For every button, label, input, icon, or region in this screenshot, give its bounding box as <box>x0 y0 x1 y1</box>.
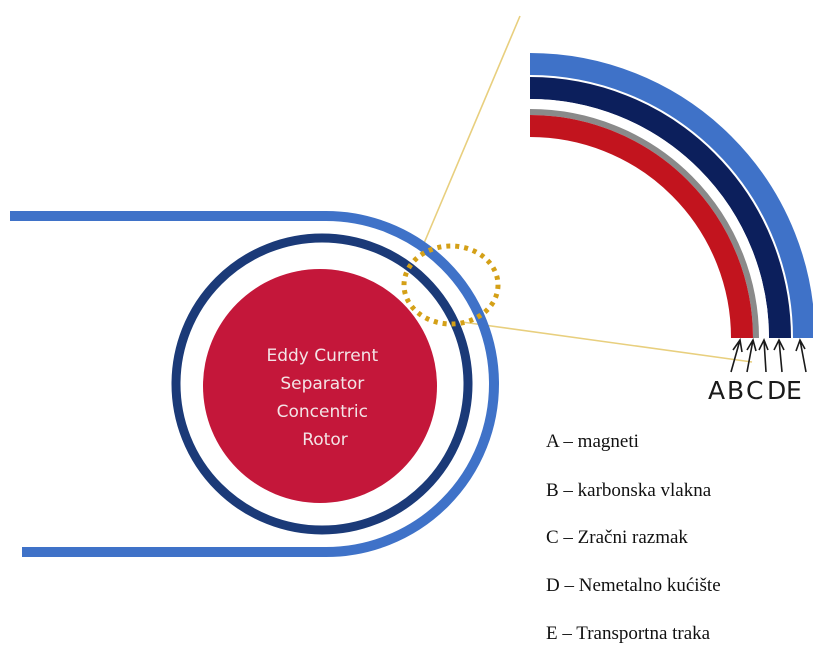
rotor-label-line-3: Concentric <box>277 402 368 422</box>
arrow-a <box>730 337 743 373</box>
layer-letter-a: A <box>708 376 725 405</box>
legend-item-d: D – Nemetalno kućište <box>546 575 721 596</box>
rotor-label-line-2: Separator <box>280 374 364 394</box>
legend-item-b: B – karbonska vlakna <box>546 480 712 501</box>
zoom-line-top <box>421 15 521 249</box>
legend-item-a: A – magneti <box>546 431 639 452</box>
conveyor-belt <box>10 211 499 557</box>
legend: A – magneti B – karbonska vlakna C – Zra… <box>546 431 721 644</box>
housing-ring <box>171 233 473 535</box>
layer-letter-e: E <box>786 376 802 405</box>
legend-item-e: E – Transportna traka <box>546 623 711 644</box>
arrow-b <box>746 337 757 373</box>
layer-d-housing-arc <box>529 77 791 339</box>
layer-letter-b: B <box>727 376 744 405</box>
legend-item-c: C – Zračni razmak <box>546 527 688 548</box>
arrow-e <box>795 338 807 373</box>
layer-c-air-gap-arc <box>529 99 769 339</box>
zoom-highlight-circle <box>401 243 501 327</box>
layer-b-carbon-fiber-arc <box>529 109 759 339</box>
rotor-label-line-4: Rotor <box>302 430 348 450</box>
arrow-d <box>773 338 785 373</box>
rotor-disc <box>203 269 437 503</box>
layer-letter-d: D <box>767 376 786 405</box>
rotor-label: Eddy Current Separator Concentric Rotor <box>266 346 383 450</box>
zoom-line-bottom <box>461 321 753 363</box>
rotor-label-line-1: Eddy Current <box>266 346 378 366</box>
arrow-c <box>758 338 769 373</box>
layer-a-magnets-arc <box>529 115 753 339</box>
layer-letter-c: C <box>746 376 763 405</box>
layer-arrows <box>730 337 807 373</box>
layer-e-transport-belt-arc <box>529 53 813 339</box>
